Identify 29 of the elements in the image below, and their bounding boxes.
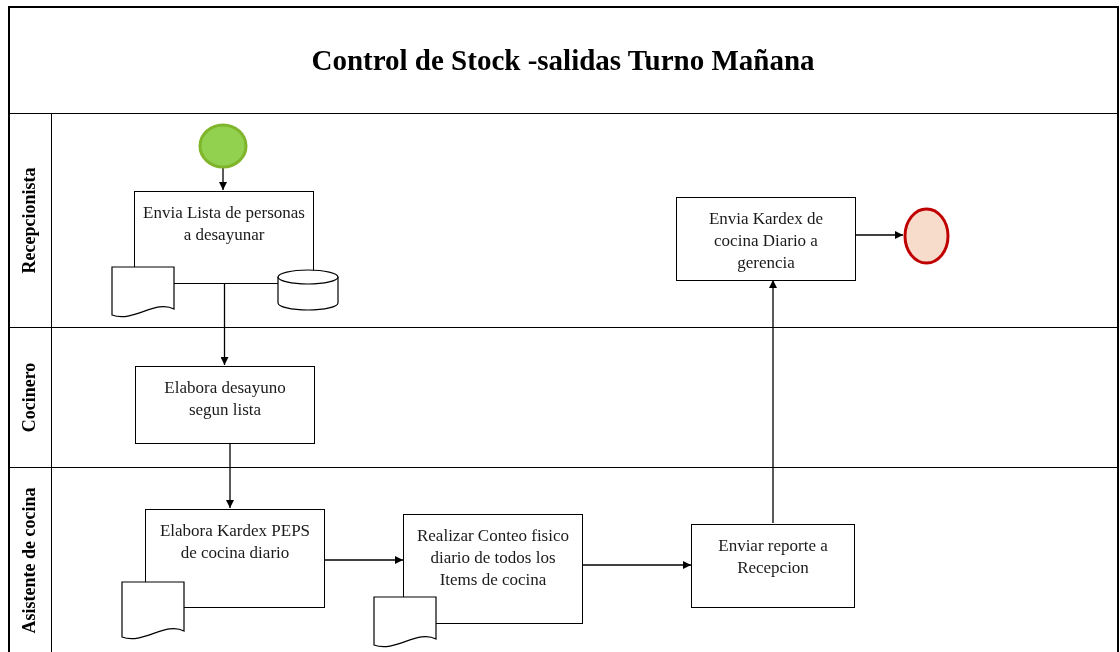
process-text: Envia Lista de personas a desayunar — [143, 202, 305, 246]
arrow — [219, 167, 227, 191]
process-box — [691, 524, 855, 608]
process-text: Envia Kardex de cocina Diario a gerencia — [707, 208, 825, 274]
process-box — [676, 197, 856, 281]
process-text: Enviar reporte a Recepcion — [717, 535, 829, 579]
process-box — [135, 366, 315, 444]
event-circle — [198, 123, 248, 169]
process-box — [145, 509, 325, 608]
swimlane — [8, 113, 1118, 327]
arrow — [324, 556, 404, 564]
event-circle — [903, 207, 950, 265]
process-text: Elabora desayuno segun lista — [163, 377, 287, 421]
process-text: Realizar Conteo fisico diario de todos los Items de cocina — [416, 525, 570, 591]
arrow — [769, 279, 777, 524]
arrow — [855, 231, 904, 239]
process-box — [403, 514, 583, 624]
lane-label: Recepcionista — [18, 167, 40, 274]
swimlane — [8, 467, 1118, 652]
database-cylinder — [277, 269, 339, 311]
lane-label: Asistente de cocina — [18, 487, 40, 633]
process-text: Elabora Kardex PEPS de cocina diario — [158, 520, 312, 564]
diagram-title: Control de Stock -salidas Turno Mañana — [311, 42, 815, 78]
arrow — [582, 561, 692, 569]
arrow — [220, 282, 229, 366]
swimlane — [8, 327, 1118, 467]
lane-label: Cocinero — [18, 362, 40, 433]
process-box — [134, 191, 314, 284]
arrow — [226, 442, 234, 509]
